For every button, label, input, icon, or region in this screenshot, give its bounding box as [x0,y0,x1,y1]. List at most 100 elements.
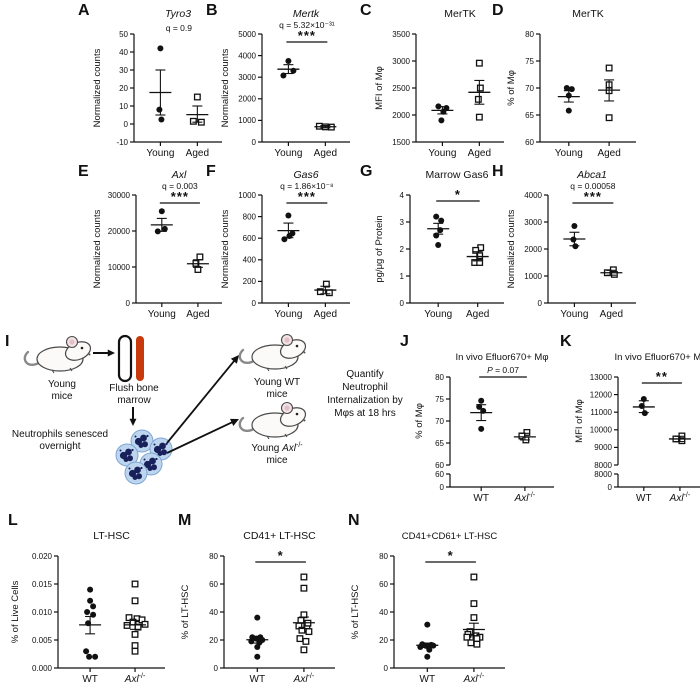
mean-sem [186,259,209,268]
svg-text:70: 70 [525,84,534,93]
svg-text:2000: 2000 [392,111,410,120]
chart-title: Marrow Gas6 [425,169,488,181]
mean-sem [462,622,485,637]
chart-title: MerTK [444,8,476,20]
svg-text:1500: 1500 [392,138,410,147]
arrow-icon [93,349,115,357]
stat-annotation: q = 0.003 [162,181,198,191]
panel-letter: A [78,2,90,19]
young-wt-mice-label: Young WT [254,377,300,388]
svg-text:0: 0 [384,664,389,673]
young-ko-mice-label: mice [266,455,288,466]
axes [258,194,350,307]
x-category-label: Young [428,148,456,159]
stat-annotation: q = 5.32×10⁻³¹ [279,20,335,30]
diagram-shapes [23,333,307,485]
svg-text:80: 80 [209,552,218,561]
mean-sem [314,285,337,295]
svg-text:2000: 2000 [238,95,256,104]
chart-title: CD41+CD61+ LT-HSC [402,531,498,542]
significance-stars: * [455,187,461,202]
neutrophil-cell-icon [139,452,163,476]
neutrophil-cell-icon [124,461,148,485]
x-category-label: WT [250,674,266,685]
panel-i-experiment-diagram: I Young mice Flush bone marrow Neutrophi… [5,333,417,510]
mean-sem [557,90,580,103]
y-axis-label: Normalized counts [220,209,231,288]
axes [446,376,554,491]
x-category-label: Axl-/- [293,673,315,685]
arrow-icon [166,418,239,454]
svg-text:3: 3 [400,218,405,227]
svg-text:0.000: 0.000 [32,664,53,673]
svg-text:12000: 12000 [590,390,613,399]
mean-sem [292,616,315,630]
x-category-label: Axl-/- [463,673,485,685]
data-points-aged [474,59,484,121]
svg-text:20: 20 [379,636,388,645]
flush-bone-marrow-label: Flush bone [109,383,159,394]
x-category-label: Aged [314,148,337,159]
svg-text:200: 200 [243,277,257,286]
svg-text:40: 40 [209,608,218,617]
svg-text:13000: 13000 [590,373,613,382]
axes [614,376,700,491]
young-mice-label: mice [51,391,73,402]
axes [544,194,636,307]
x-category-label: Aged [186,148,209,159]
svg-text:3500: 3500 [392,30,410,39]
data-points-aged [471,244,485,266]
mean-sem [470,404,493,422]
young-ko-mice-label: Young Axl-/- [251,442,303,454]
chart-title: MerTK [572,8,604,20]
stat-annotation: q = 1.86×10⁻⁸ [280,181,334,191]
svg-text:5000: 5000 [238,30,256,39]
svg-text:75: 75 [435,395,444,404]
panel-letter: B [206,2,218,19]
x-category-label: Young [274,148,302,159]
axes [390,555,505,672]
svg-text:0: 0 [538,299,543,308]
mean-sem [668,435,691,443]
svg-text:600: 600 [243,234,257,243]
axes [132,194,222,307]
svg-text:3000: 3000 [392,57,410,66]
svg-text:0: 0 [124,120,129,129]
panel-letter: L [8,512,18,529]
svg-text:9000: 9000 [594,443,612,452]
axes [54,555,165,672]
axes [406,194,504,307]
mean-sem [149,69,172,116]
panel-letter: K [560,333,572,350]
svg-text:80: 80 [435,373,444,382]
mean-sem [600,269,623,276]
svg-text:11000: 11000 [590,408,612,417]
arrow-icon [166,355,239,444]
svg-text:2500: 2500 [392,84,410,93]
y-axis-label: Normalized counts [220,48,231,127]
quantify-text: Quantify [346,369,383,380]
panel-letter: G [360,163,373,180]
axes [412,33,504,146]
bone-marrow-icon [136,336,144,381]
mean-sem [513,432,536,441]
svg-text:80: 80 [379,552,388,561]
svg-text:4: 4 [400,191,405,200]
significance-stars: *** [298,189,316,204]
mean-sem [124,619,147,630]
svg-text:0: 0 [126,299,131,308]
x-category-label: WT [473,493,489,504]
neutrophils-senesced-label: overnight [39,441,80,452]
svg-text:4000: 4000 [524,191,542,200]
